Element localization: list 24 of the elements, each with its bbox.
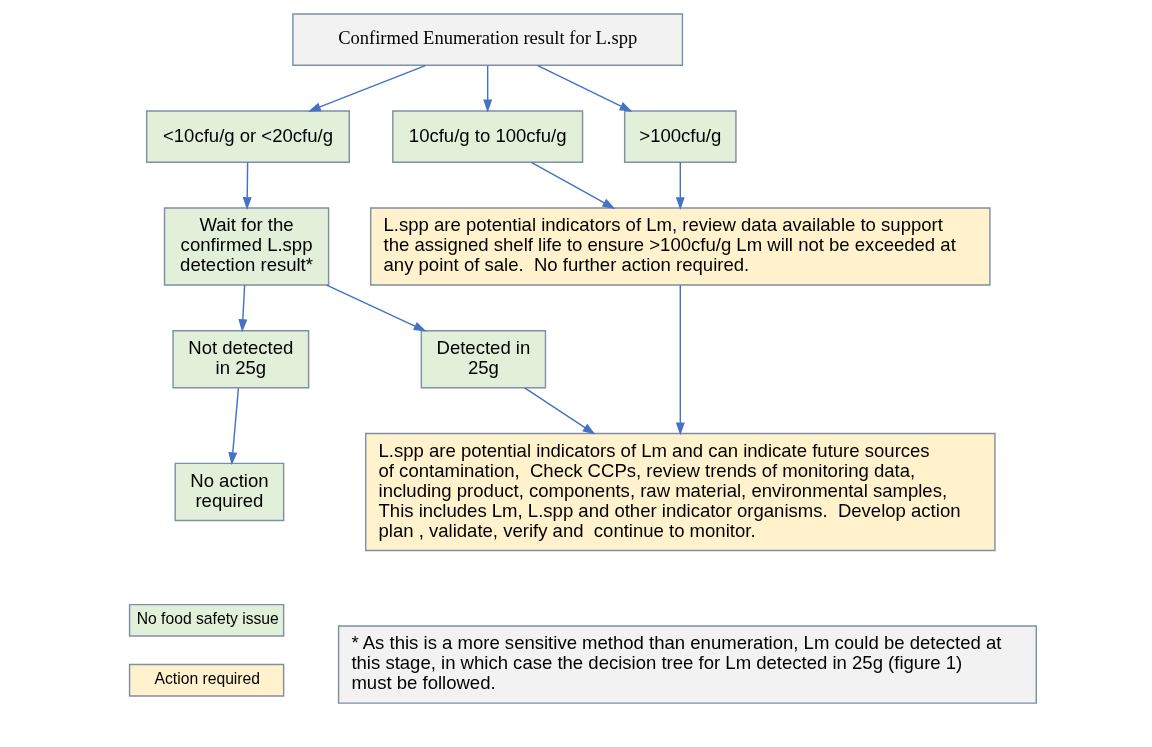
arrow bbox=[325, 284, 427, 332]
arrow bbox=[675, 284, 685, 436]
arrow bbox=[227, 387, 239, 466]
arrow bbox=[237, 284, 247, 333]
node-box: <10cfu/g or <20cfu/g bbox=[145, 110, 350, 164]
node-box: * As this is a more sensitive method than enumeration, Lm could be detected at this stage, in which case the decision tree for Lm detected in 25g (figure 1) must be followed. bbox=[337, 625, 1037, 704]
node-box: 10cfu/g to 100cfu/g bbox=[391, 110, 583, 164]
arrow bbox=[482, 65, 492, 113]
arrow bbox=[530, 161, 615, 209]
node-box: Not detected in 25g bbox=[171, 330, 309, 389]
arrow bbox=[536, 64, 632, 112]
arrow bbox=[675, 161, 685, 211]
arrow bbox=[523, 387, 595, 435]
legend-label: Action required bbox=[154, 670, 260, 688]
node-box: Confirmed Enumeration result for L.spp bbox=[291, 13, 683, 67]
arrow bbox=[242, 161, 252, 211]
arrow bbox=[307, 64, 426, 112]
node-box: >100cfu/g bbox=[623, 110, 737, 164]
node-box: L.spp are potential indicators of Lm and can indicate future sources of contamination, Check CCPs, review trends of monitoring data, including product, components, raw material, environmental samples, This includes Lm, L.spp and other indicator organisms. Develop action plan , validate, verify and continue to monitor. bbox=[364, 432, 996, 552]
node-box: Wait for the confirmed L.spp detection result* bbox=[163, 207, 329, 286]
node-box: Detected in 25g bbox=[420, 330, 546, 389]
legend-label: No food safety issue bbox=[136, 610, 279, 628]
node-box: L.spp are potential indicators of Lm, review data available to support the assigned shelf life to ensure >100cfu/g Lm will not be exceeded at any point of sale. No further action required. bbox=[369, 207, 991, 286]
node-box: No action required bbox=[174, 462, 284, 522]
